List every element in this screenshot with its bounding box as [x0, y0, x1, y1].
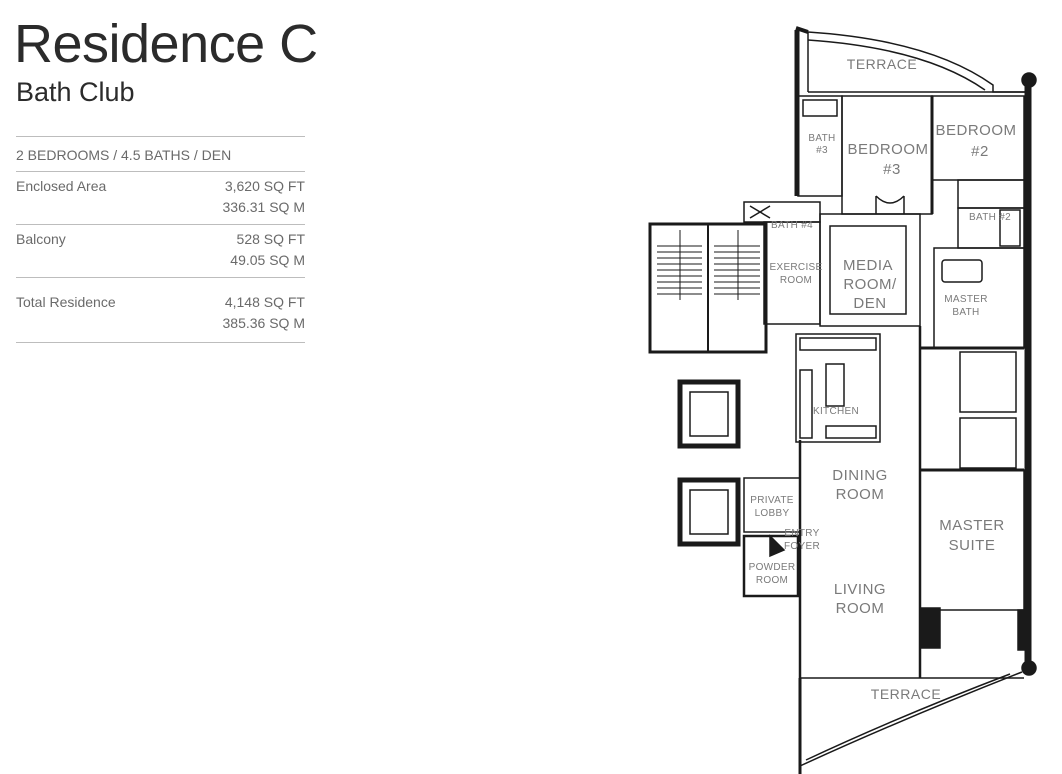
area-row-balcony: Balcony 528 SQ FT 49.05 SQ M [16, 224, 305, 277]
label-media-room: ROOM/ [843, 276, 897, 293]
area-sqft: 3,620 SQ FT [224, 178, 305, 194]
label-master-bath-2: BATH [952, 307, 979, 318]
label-bath4: BATH #4 [771, 220, 813, 231]
bath4-outline [743, 201, 821, 223]
label-entry-foyer-2: FOYER [784, 541, 820, 552]
terrace-top-outline [807, 31, 1028, 93]
label-master-bath: MASTER [944, 294, 987, 305]
elevator-lower [677, 477, 741, 547]
residence-title: Residence C [14, 14, 318, 74]
building-name: Bath Club [16, 77, 135, 107]
area-row-enclosed: Enclosed Area 3,620 SQ FT 336.31 SQ M [16, 171, 305, 224]
facade-wall-top [795, 26, 809, 34]
label-kitchen: KITCHEN [813, 406, 859, 417]
label-bath3-num: #3 [816, 145, 828, 156]
label-powder-room: ROOM [756, 575, 788, 586]
label-private-lobby: PRIVATE [750, 495, 793, 506]
label-exercise-room: ROOM [780, 275, 812, 286]
label-bedroom3-num: #3 [883, 161, 901, 178]
label-bedroom2-num: #2 [971, 143, 989, 160]
label-media: MEDIA [843, 257, 893, 274]
label-private-lobby-2: LOBBY [755, 508, 790, 519]
label-entry-foyer: ENTRY [784, 528, 819, 539]
area-sqm: 336.31 SQ M [222, 199, 306, 215]
area-label: Balcony [16, 231, 66, 247]
column-top [1021, 72, 1037, 88]
master-suite-outline [919, 469, 1025, 611]
area-label: Total Residence [16, 294, 116, 310]
label-terrace-bottom: TERRACE [871, 686, 941, 702]
closet-upper [959, 351, 1017, 413]
media-outline [819, 213, 921, 327]
label-bedroom3: BEDROOM [847, 141, 928, 158]
label-bedroom2: BEDROOM [935, 122, 1016, 139]
label-master-suite-2: SUITE [949, 537, 996, 554]
label-dining: DINING [832, 467, 888, 484]
area-sqm: 385.36 SQ M [222, 315, 306, 331]
area-sqm: 49.05 SQ M [230, 252, 305, 268]
label-exercise: EXERCISE [770, 262, 823, 273]
label-living-room: ROOM [836, 600, 885, 617]
exercise-outline [763, 221, 821, 325]
column-bottom [1021, 660, 1037, 676]
elevator-upper [677, 379, 741, 449]
terrace-bottom-outline [799, 671, 1023, 768]
area-sqft: 4,148 SQ FT [224, 294, 305, 310]
label-bath3: BATH [808, 133, 835, 144]
label-media-den: DEN [853, 295, 886, 312]
area-row-total: Total Residence 4,148 SQ FT 385.36 SQ M [16, 277, 305, 342]
kitchen-outline [795, 333, 881, 443]
label-master-suite: MASTER [939, 517, 1005, 534]
label-terrace-top: TERRACE [847, 56, 917, 72]
closet-lower [959, 417, 1017, 469]
label-powder: POWDER [749, 562, 796, 573]
label-dining-room: ROOM [836, 486, 885, 503]
area-summary: 2 BEDROOMS / 4.5 BATHS / DEN Enclosed Ar… [16, 136, 305, 343]
area-label: Enclosed Area [16, 178, 107, 194]
label-living: LIVING [834, 581, 886, 598]
area-sqft: 528 SQ FT [236, 231, 305, 247]
bedroom-summary: 2 BEDROOMS / 4.5 BATHS / DEN [16, 136, 305, 171]
label-bath2: BATH #2 [969, 212, 1011, 223]
